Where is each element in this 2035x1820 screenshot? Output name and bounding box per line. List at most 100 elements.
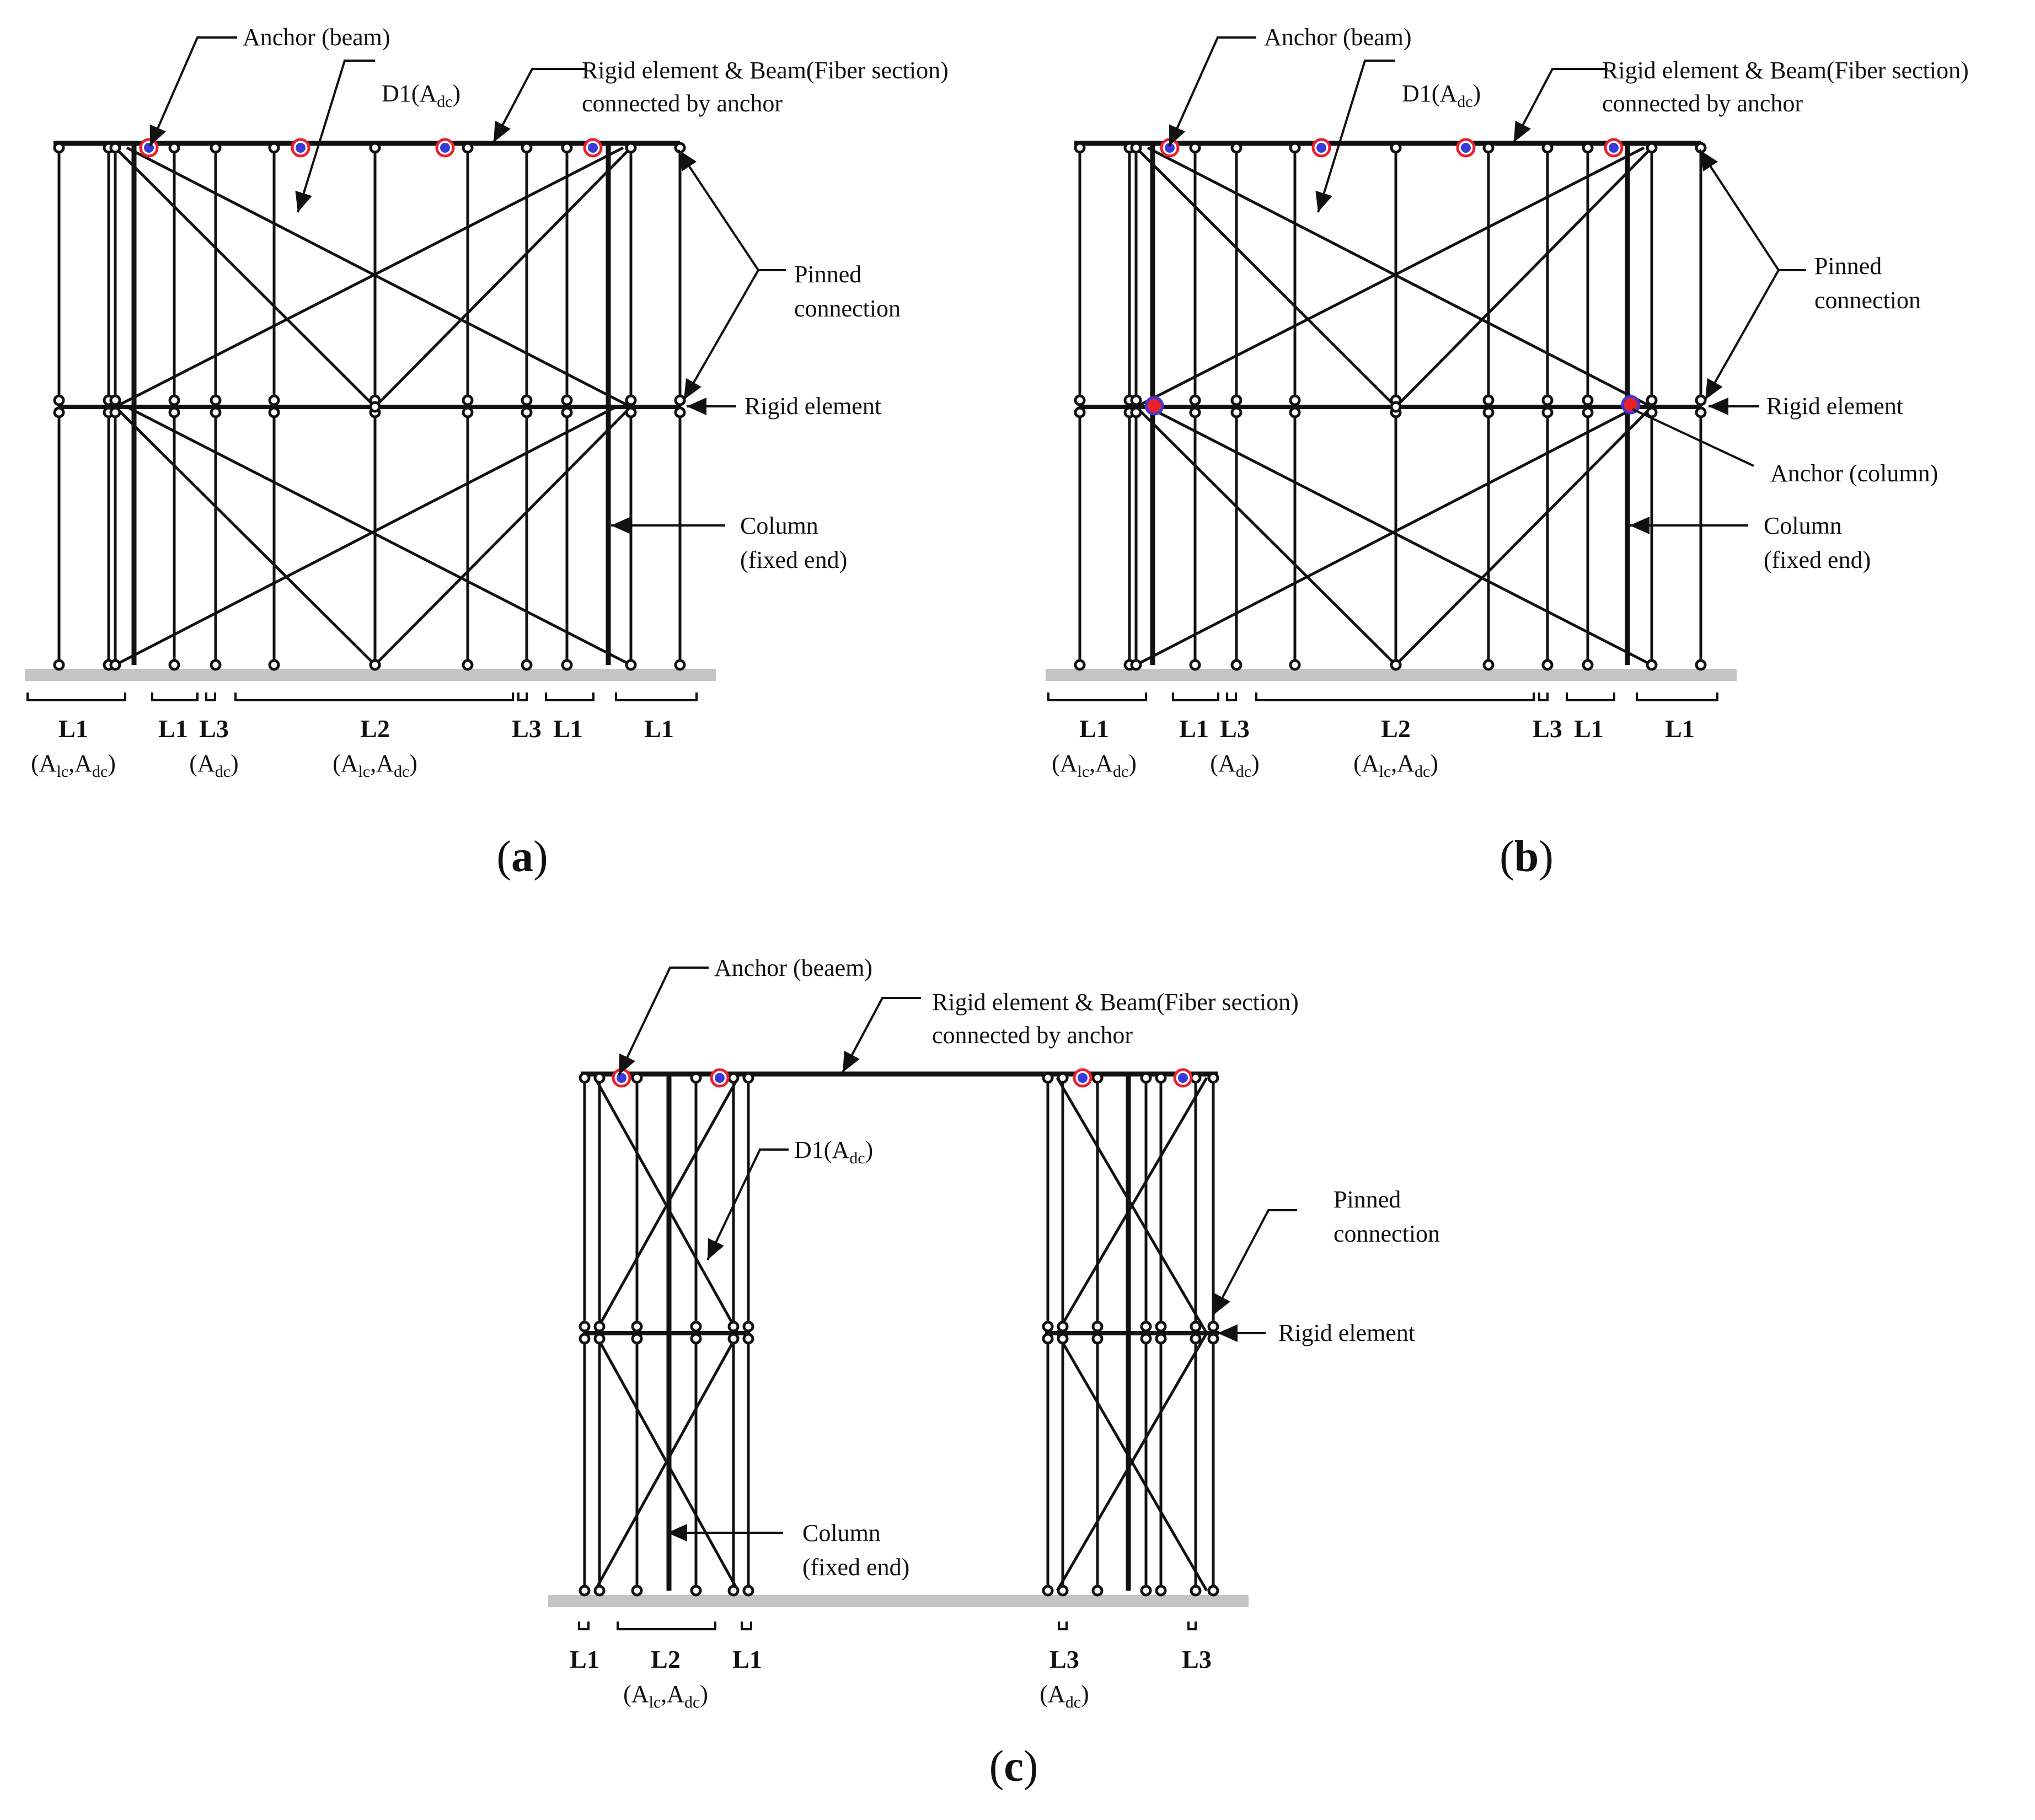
ground-slab xyxy=(25,669,716,681)
pinned-joint xyxy=(1390,401,1402,413)
pinned-joint xyxy=(579,1320,591,1333)
panel-c: Anchor (beaem) Rigid element & Beam(Fibe… xyxy=(548,954,1440,1791)
pinned-joint xyxy=(625,659,637,671)
ground-slab xyxy=(548,1595,1249,1607)
span-label-l1-detail: (Alc,Adc) xyxy=(31,750,116,781)
pinned-joint xyxy=(1695,659,1707,671)
pinned-joint xyxy=(168,659,180,671)
span-bracket xyxy=(545,692,595,701)
pinned-joint xyxy=(1042,1320,1054,1333)
pinned-joint xyxy=(1074,659,1086,671)
pinned-joint xyxy=(1541,394,1554,406)
pinned-leader-top xyxy=(677,149,786,271)
span-bracket xyxy=(151,692,199,701)
pinned-joint xyxy=(1695,394,1707,406)
pinned-joint xyxy=(1091,1333,1104,1345)
pinned-joint xyxy=(674,659,686,671)
pinned-joint xyxy=(593,1320,606,1333)
diagonal-brace xyxy=(1147,146,1653,409)
pinned-joint xyxy=(210,394,222,406)
pinned-joint xyxy=(631,1072,643,1084)
pinned-joint xyxy=(1130,394,1142,406)
pinned-joint xyxy=(1140,1320,1152,1333)
diagonal-brace xyxy=(1147,405,1653,667)
anchor-marker-core xyxy=(1461,143,1471,153)
frame-structure xyxy=(548,1068,1249,1607)
pinned-joint xyxy=(690,1585,702,1597)
pinned-joint xyxy=(210,659,222,671)
span-label-l1: L1 xyxy=(1179,715,1209,743)
anchor-marker-core xyxy=(1609,143,1619,153)
rigid-element-label: Rigid element xyxy=(1766,393,1903,420)
span-bracket xyxy=(617,1622,716,1630)
pinned-joint xyxy=(579,1333,591,1345)
pinned-joint xyxy=(1646,142,1658,154)
pinned-joint xyxy=(1390,142,1402,154)
span-label-l3-detail: (Adc) xyxy=(1040,1681,1089,1711)
span-bracket xyxy=(1255,692,1535,701)
diagonal-brace xyxy=(114,147,376,408)
pinned-label-line2: connection xyxy=(794,295,901,322)
rigid-beam-label-line2: connected by anchor xyxy=(582,90,783,117)
pinned-joint xyxy=(1074,394,1086,406)
diagonal-brace xyxy=(114,405,617,667)
anchor-column-label: Anchor (column) xyxy=(1770,460,1938,487)
span-bracket xyxy=(1172,692,1219,701)
span-label-l2-detail: (Alc,Adc) xyxy=(333,750,417,781)
pinned-joint xyxy=(53,659,65,671)
span-label-l2-detail: (Alc,Adc) xyxy=(1353,750,1438,781)
anchor-beam-label: Anchor (beaem) xyxy=(714,954,872,981)
pinned-joint xyxy=(521,659,533,671)
pinned-joint xyxy=(1230,394,1243,406)
pinned-joint xyxy=(1646,394,1658,406)
callout-leaders xyxy=(1168,36,1806,534)
pinned-joint xyxy=(1289,406,1301,418)
span-label-l3: L3 xyxy=(512,715,542,743)
diagonal-brace xyxy=(374,147,632,408)
pinned-joint xyxy=(1155,1320,1167,1333)
column-anchor-marker xyxy=(1144,396,1164,416)
diagonal-brace xyxy=(374,406,632,666)
rigid-beam-leader xyxy=(842,997,921,1073)
pinned-joint xyxy=(690,1333,702,1345)
pinned-joint xyxy=(742,1320,754,1333)
diagonal-brace xyxy=(1135,406,1397,666)
pinned-joint xyxy=(1230,406,1243,418)
pinned-joint xyxy=(1207,1072,1219,1084)
anchor-marker-core xyxy=(715,1073,725,1083)
pinned-joint xyxy=(109,142,121,154)
pinned-joint xyxy=(1091,1072,1104,1084)
column-label-line2: (fixed end) xyxy=(802,1554,909,1581)
diagonal-brace xyxy=(114,406,376,666)
pinned-joint xyxy=(1695,406,1707,418)
anchor-marker-core xyxy=(440,143,450,153)
pinned-joint xyxy=(369,401,381,413)
panel-caption-a: (a) xyxy=(496,833,548,881)
pinned-joint xyxy=(593,1333,606,1345)
frame-structure xyxy=(1046,138,1737,681)
pinned-joint xyxy=(727,1072,740,1084)
span-label-l3: L3 xyxy=(1182,1645,1212,1673)
anchor-beam-leader xyxy=(1168,36,1256,147)
span-bracket xyxy=(1538,692,1549,701)
panel-caption-b: (b) xyxy=(1500,833,1554,881)
pinned-joint xyxy=(1057,1333,1069,1345)
span-label-l2: L2 xyxy=(360,715,390,743)
pinned-joint xyxy=(1482,406,1495,418)
panel-b: Anchor (beam) D1(Adc) Rigid element & Be… xyxy=(1046,24,1969,881)
pinned-joint xyxy=(369,142,381,154)
pinned-joint xyxy=(1042,1585,1054,1597)
diagonal-brace xyxy=(1135,405,1638,667)
d1-label: D1(Adc) xyxy=(1402,80,1481,111)
pinned-joint xyxy=(1091,1320,1104,1333)
pinned-joint xyxy=(268,394,280,406)
d1-leader xyxy=(295,60,375,213)
pinned-joint xyxy=(168,406,180,418)
rigid-beam-label-line1: Rigid element & Beam(Fiber section) xyxy=(932,989,1299,1016)
span-bracket xyxy=(1058,1622,1068,1630)
pinned-joint xyxy=(521,142,533,154)
anchor-column-leader xyxy=(1632,408,1754,467)
pinned-joint xyxy=(462,659,474,671)
